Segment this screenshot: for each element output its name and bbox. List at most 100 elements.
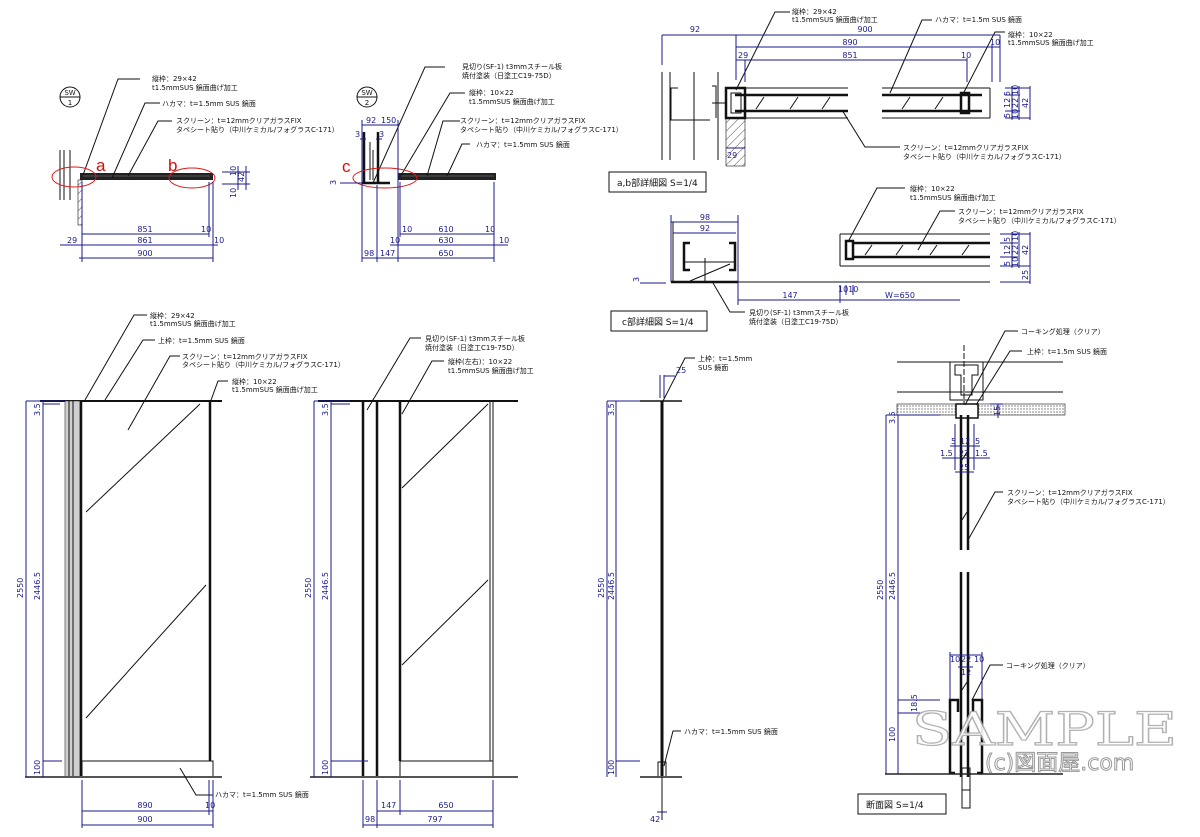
dim-92: 92 xyxy=(366,116,376,125)
post xyxy=(362,132,390,185)
dim-98: 98 xyxy=(364,249,374,258)
dim-92: 92 xyxy=(700,224,710,233)
callout-frame-l2: t1.5mmSUS 鏡面曲げ加工 xyxy=(910,193,996,202)
dim-5: 5 xyxy=(1003,113,1012,118)
dim-2550: 2550 xyxy=(597,578,606,598)
dim-42: 42 xyxy=(237,172,246,182)
watermark-sub: (c)図面屋.com xyxy=(985,751,1134,776)
dim-797: 797 xyxy=(427,815,442,824)
glass-panel xyxy=(735,87,991,119)
callout-frame29-l2: t1.5mmSUS 鏡面曲げ加工 xyxy=(792,15,878,24)
dim-900: 900 xyxy=(137,249,152,258)
dimensions-ab: 92 900 890 10 29 851 10 29 5 12 5 10 22 … xyxy=(661,25,1031,160)
dim-10: 10 xyxy=(499,236,509,245)
dim-890: 890 xyxy=(137,801,152,810)
marker-num: 2 xyxy=(365,99,369,107)
dim-25: 25 xyxy=(1021,270,1030,280)
dim-22: 22 xyxy=(1011,245,1020,255)
dim-2446-5: 2446.5 xyxy=(888,572,897,600)
elevation-2: 見切り(SF-1) t3mmスチール板 焼付塗装（日塗工C19-75D） 縦枠(… xyxy=(304,334,534,828)
dim-10: 10 xyxy=(229,166,238,176)
watermark-main: SAMPLE xyxy=(912,702,1177,756)
dim-900: 900 xyxy=(137,815,152,824)
marker-top: SW xyxy=(361,89,372,97)
callout-frame-l2: t1.5mmSUS 鏡面曲げ加工 xyxy=(469,97,555,106)
dim-98: 98 xyxy=(365,815,375,824)
dim-12: 12 xyxy=(961,668,971,677)
dim-22: 22 xyxy=(1011,98,1020,108)
callout-screen-l1: スクリーン：t=12mmクリアガラスFIX xyxy=(176,116,302,125)
callout-caulk-bottom: コーキング処理（クリア） xyxy=(1006,661,1090,670)
callout-frame29-l1: 縦枠：29×42 xyxy=(150,311,195,320)
callout-frame-l2: t1.5mmSUS 鏡面曲げ加工 xyxy=(152,83,238,92)
callout-frame-l1: 縦枠：10×22 xyxy=(469,88,514,97)
dim-10: 10 xyxy=(229,188,238,198)
callout-mikiri-l2: 焼付塗装（日塗工C19-75D） xyxy=(425,343,519,352)
dim-10: 10 xyxy=(390,236,400,245)
dim-147: 147 xyxy=(782,291,797,300)
dim-3: 3 xyxy=(329,180,338,185)
dim-10: 10 xyxy=(214,236,224,245)
dim-100: 100 xyxy=(33,760,42,775)
dim-100: 100 xyxy=(888,727,897,742)
callout-mikiri-l2: 焼付塗装（日塗工C19-75D） xyxy=(462,71,556,80)
dim-5: 5 xyxy=(951,437,956,446)
detail-ab: 縦枠：29×42 t1.5mmSUS 鏡面曲げ加工 ハカマ：t=1.5m SUS… xyxy=(608,7,1094,193)
dim-10: 10 xyxy=(1011,257,1020,267)
section-view: コーキング処理（クリア） 上枠：t=1.5m SUS 鏡面 スクリーン：t=12… xyxy=(857,327,1170,815)
dim-3-5: 3.5 xyxy=(888,411,897,424)
dim-18-5: 18.5 xyxy=(910,694,919,712)
frame-bar xyxy=(398,173,496,180)
dimensions-elev2: 2550 3.5 2446.5 100 147 650 98 797 xyxy=(304,400,494,828)
dim-10: 10 xyxy=(974,655,984,664)
dim-25: 25 xyxy=(676,366,686,375)
dim-3-5: 3.5 xyxy=(321,403,330,416)
callout-hakama: ハカマ：t=1.5mm SUS 鏡面 xyxy=(162,99,256,108)
dim-3: 3 xyxy=(355,130,360,139)
callout-top-l2: SUS 鏡面 xyxy=(698,363,728,372)
callout-caulk-top: コーキング処理（クリア） xyxy=(1021,327,1105,336)
dim-150: 150 xyxy=(381,116,396,125)
dim-12: 12 xyxy=(960,437,970,446)
callout-hakama: ハカマ：t=1.5mm SUS 鏡面 xyxy=(684,727,778,736)
dim-1-5: 1.5 xyxy=(940,449,953,458)
dimensions-sw2: 92 150 3 3 3 10 610 10 10 630 10 98 147 … xyxy=(329,116,509,262)
dimensions-sw1: 851 10 861 10 900 29 10 10 42 xyxy=(60,166,250,262)
detail-marker-c: c xyxy=(342,157,351,176)
dim-29: 29 xyxy=(67,236,77,245)
dim-98: 98 xyxy=(700,213,710,222)
dim-22: 22 xyxy=(961,655,971,664)
callout-hakama: ハカマ：t=1.5m SUS 鏡面 xyxy=(935,15,1022,24)
dim-3-5: 3.5 xyxy=(607,403,616,416)
callout-screen-l1: スクリーン：t=12mmクリアガラスFIX xyxy=(958,207,1084,216)
callout-top-l1: 上枠：t=1.5mm xyxy=(698,354,753,363)
plan-sw2: SW 2 見切り(SF-1) t3mmスチール板 焼付塗装（日塗工C19-75D… xyxy=(329,62,623,262)
dim-2446-5: 2446.5 xyxy=(607,572,616,600)
dimensions-c: 98 92 3 147 1010 W=650 5 12 5 10 22 10 4… xyxy=(632,213,1031,305)
dim-650: 650 xyxy=(438,249,453,258)
dim-10: 10 xyxy=(402,225,412,234)
dim-42: 42 xyxy=(1021,98,1030,108)
section-marker-sw2: SW 2 xyxy=(356,86,378,108)
dim-12: 12 xyxy=(1003,98,1012,108)
callout-screen-l2: タペシート貼り（中川ケミカル/フォグラスC-171） xyxy=(958,216,1121,225)
dim-100: 100 xyxy=(321,760,330,775)
dim-10: 10 xyxy=(961,51,971,60)
dim-5: 5 xyxy=(975,437,980,446)
callout-screen-l1: スクリーン：t=12mmクリアガラスFIX xyxy=(182,352,308,361)
dim-147: 147 xyxy=(381,801,396,810)
dim-5: 5 xyxy=(1003,237,1012,242)
wall xyxy=(59,150,83,226)
marker-top: SW xyxy=(64,89,75,97)
dim-2550: 2550 xyxy=(304,578,313,598)
dim-10-10: 1010 xyxy=(838,285,858,294)
callout-frame29-l2: t1.5mmSUS 鏡面曲げ加工 xyxy=(150,319,236,328)
callout-frame10-l1: 縦枠：10×22 xyxy=(1008,30,1053,39)
dim-1-5: 1.5 xyxy=(975,449,988,458)
dim-2550: 2550 xyxy=(16,578,25,598)
detail-c: 縦枠：10×22 t1.5mmSUS 鏡面曲げ加工 スクリーン：t=12mmクリ… xyxy=(610,184,1121,332)
dim-5: 5 xyxy=(1003,261,1012,266)
callout-frame10-l2: t1.5mmSUS 鏡面曲げ加工 xyxy=(1008,38,1094,47)
callout-screen-l2: タペシート貼り（中川ケミカル/フォグラスC-171） xyxy=(176,125,339,134)
dim-10: 10 xyxy=(205,801,215,810)
